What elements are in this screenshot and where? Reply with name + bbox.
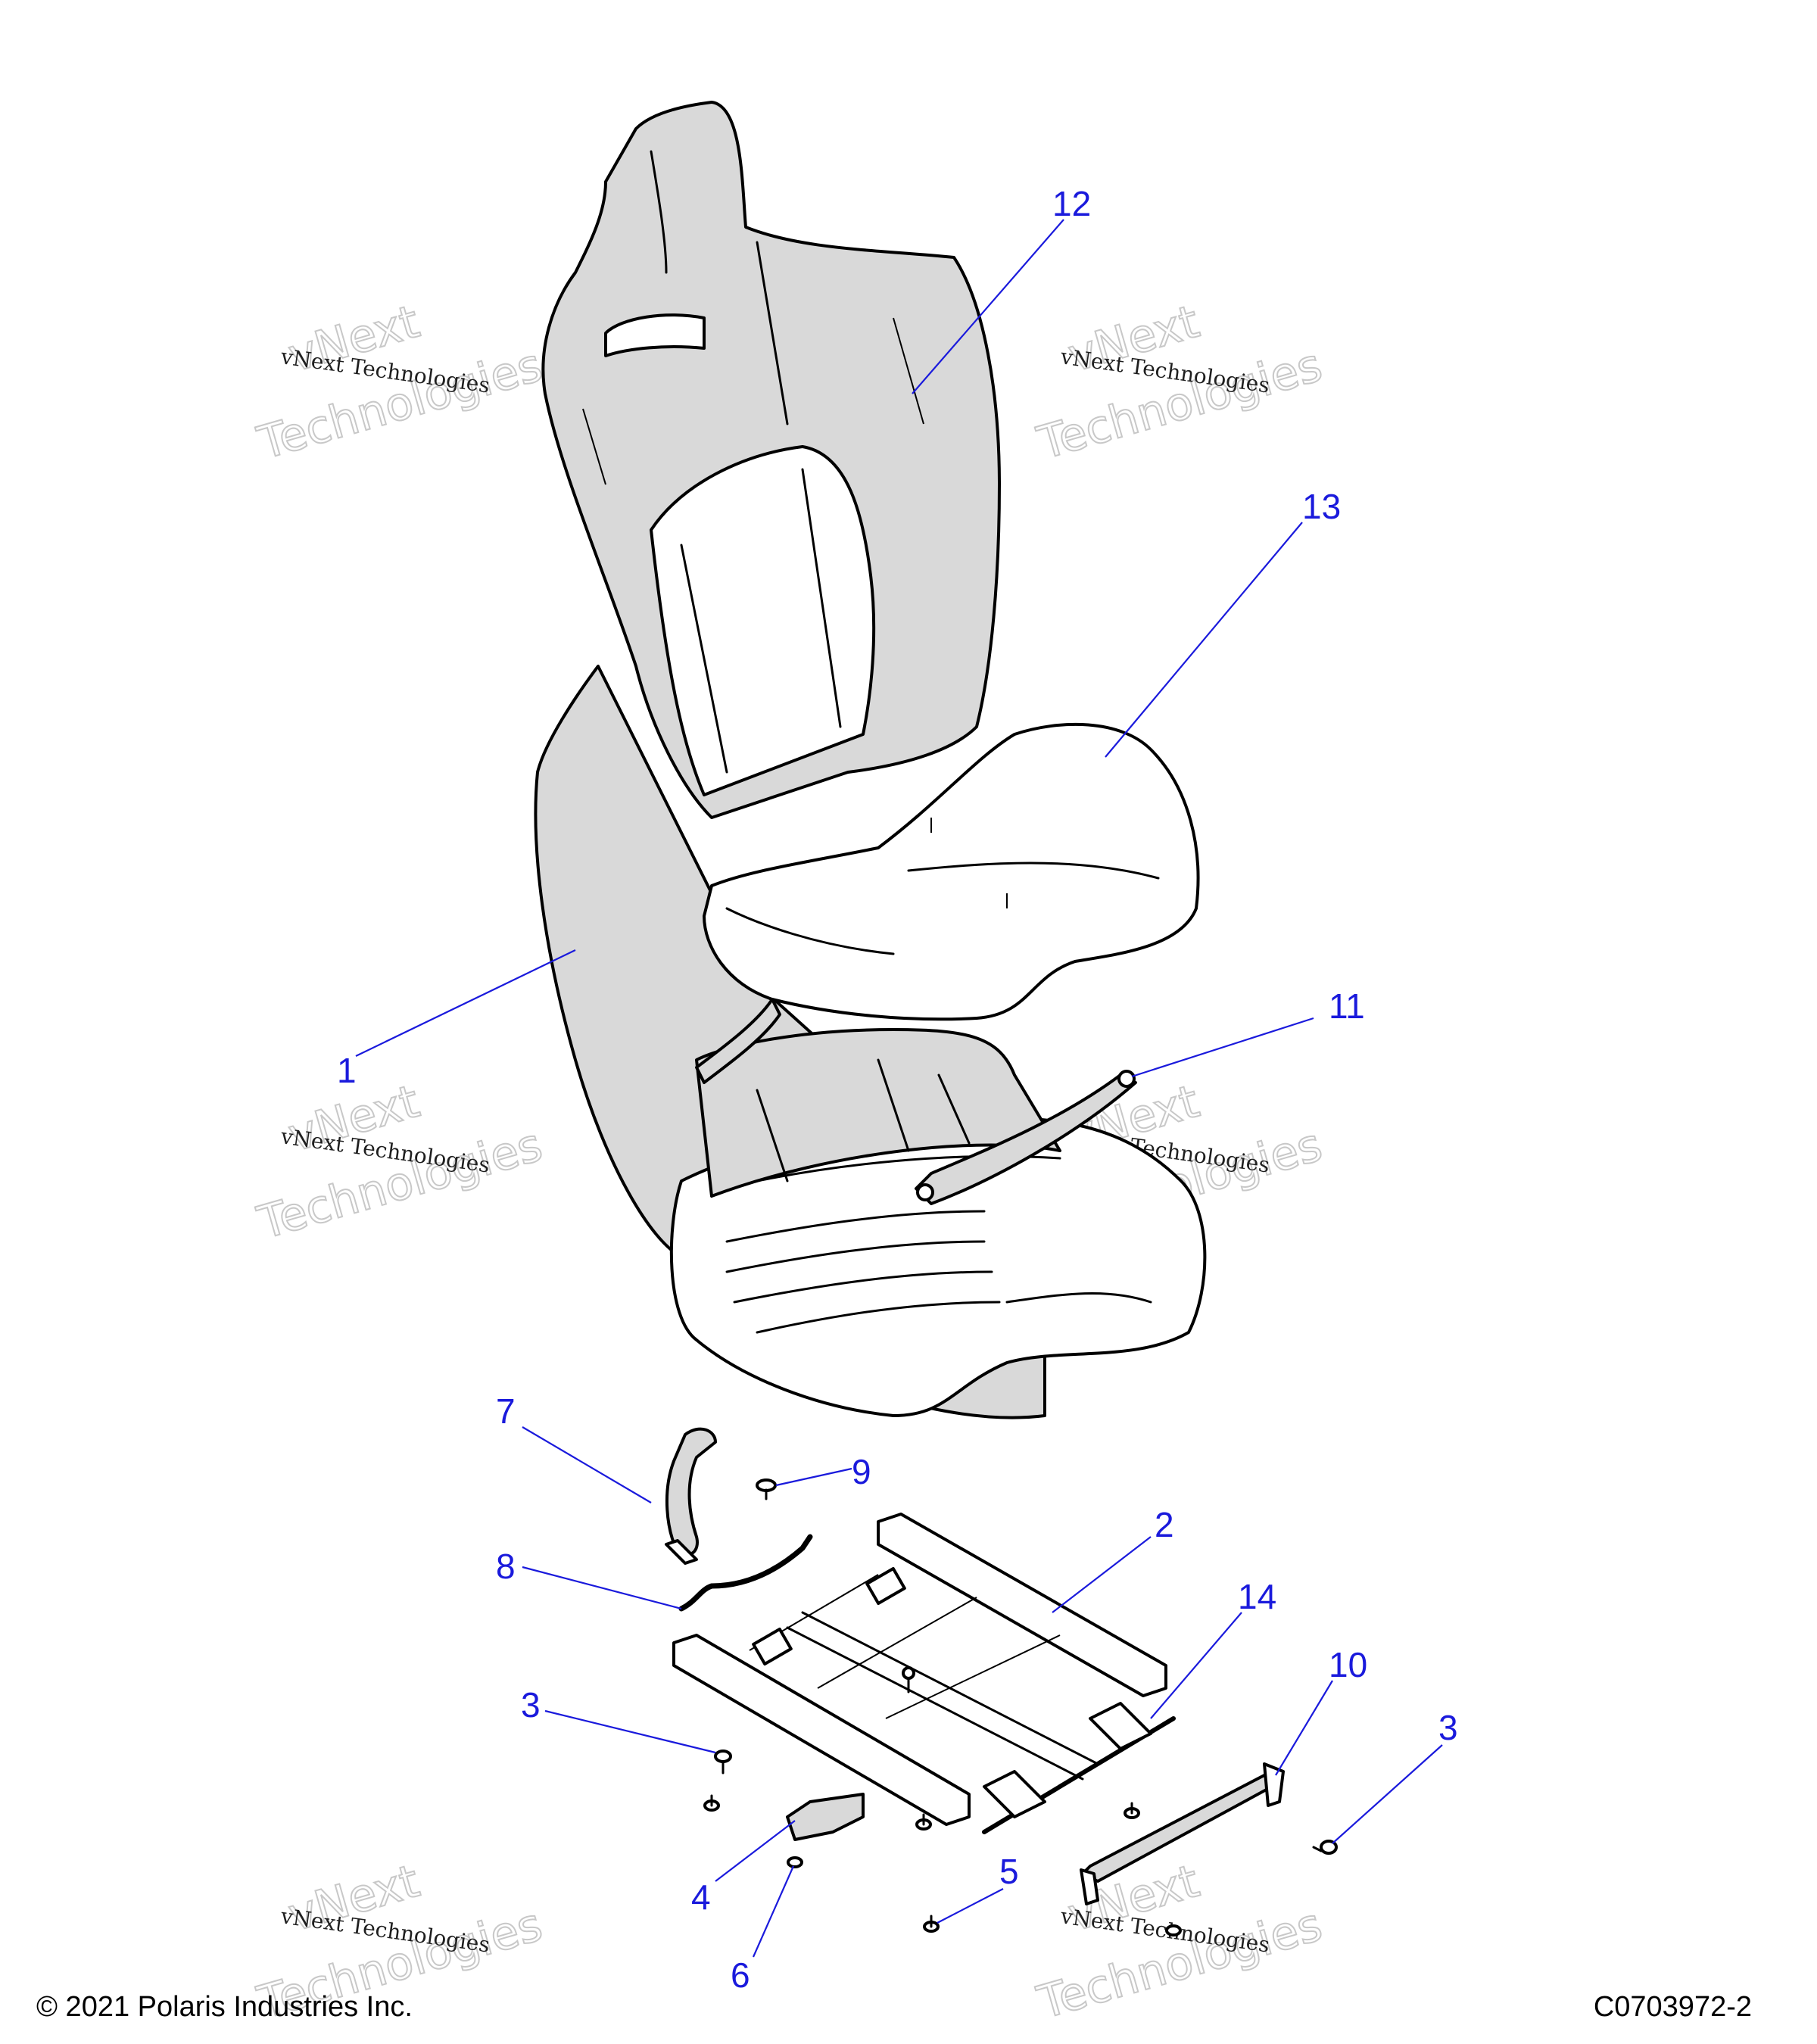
side-bracket (1080, 1762, 1285, 1905)
backrest-pad (541, 101, 1001, 819)
leader-1 (355, 949, 576, 1057)
callout-1: 1 (337, 1051, 357, 1090)
callout-2: 2 (1155, 1505, 1174, 1544)
bolt-right (1312, 1840, 1338, 1855)
leader-14 (1150, 1612, 1242, 1719)
drawing-number: C0703972-2 (1593, 1991, 1752, 2023)
leader-5 (937, 1888, 1004, 1924)
callout-10: 10 (1329, 1645, 1367, 1684)
callout-14: 14 (1238, 1577, 1276, 1616)
callout-13: 13 (1302, 487, 1341, 526)
leader-4 (715, 1820, 796, 1882)
leader-7 (522, 1426, 652, 1503)
callout-12: 12 (1052, 184, 1091, 223)
callout-3-left: 3 (521, 1685, 541, 1725)
clip (756, 1478, 777, 1500)
strap (665, 1427, 717, 1565)
seat-cushion (703, 722, 1200, 1021)
copyright-text: © 2021 Polaris Industries Inc. (36, 1991, 413, 2023)
leader-2 (1052, 1536, 1152, 1613)
callout-leaders (355, 219, 1443, 1958)
leader-6 (752, 1865, 795, 1958)
callout-8: 8 (496, 1547, 516, 1586)
bolt-frame-1 (703, 1794, 720, 1812)
seat-bracket (915, 1070, 1137, 1205)
callout-11: 11 (1329, 986, 1365, 1026)
bolt-frame-4 (1165, 1924, 1182, 1937)
leader-11 (1131, 1017, 1314, 1078)
adjuster-rod (678, 1534, 813, 1612)
callout-7: 7 (496, 1391, 516, 1431)
leader-12 (912, 219, 1064, 394)
latch-bar (982, 1702, 1176, 1834)
leader-8 (522, 1566, 682, 1610)
leader-13 (1105, 522, 1303, 758)
callout-6: 6 (731, 1955, 750, 1995)
screw (923, 1915, 940, 1933)
callout-3-right: 3 (1438, 1708, 1458, 1747)
bolt-frame-2 (915, 1813, 932, 1831)
nut (787, 1856, 803, 1868)
leader-3-right (1332, 1744, 1443, 1844)
callout-5: 5 (999, 1852, 1019, 1891)
mount-bracket (786, 1793, 865, 1841)
callout-9: 9 (852, 1452, 871, 1491)
seat-slider-frame (672, 1513, 1167, 1826)
bolt-left (714, 1750, 732, 1774)
callout-4: 4 (691, 1877, 711, 1917)
leader-3-left (544, 1709, 716, 1754)
callout-labels: 1 2 3 3 4 5 6 7 8 9 10 11 12 13 14 (337, 184, 1458, 1995)
leader-10 (1275, 1680, 1333, 1776)
seat-shell (534, 665, 1207, 1419)
bolt-frame-3 (1124, 1802, 1140, 1819)
leader-9 (775, 1467, 852, 1487)
shell-bracket-left (695, 998, 781, 1084)
